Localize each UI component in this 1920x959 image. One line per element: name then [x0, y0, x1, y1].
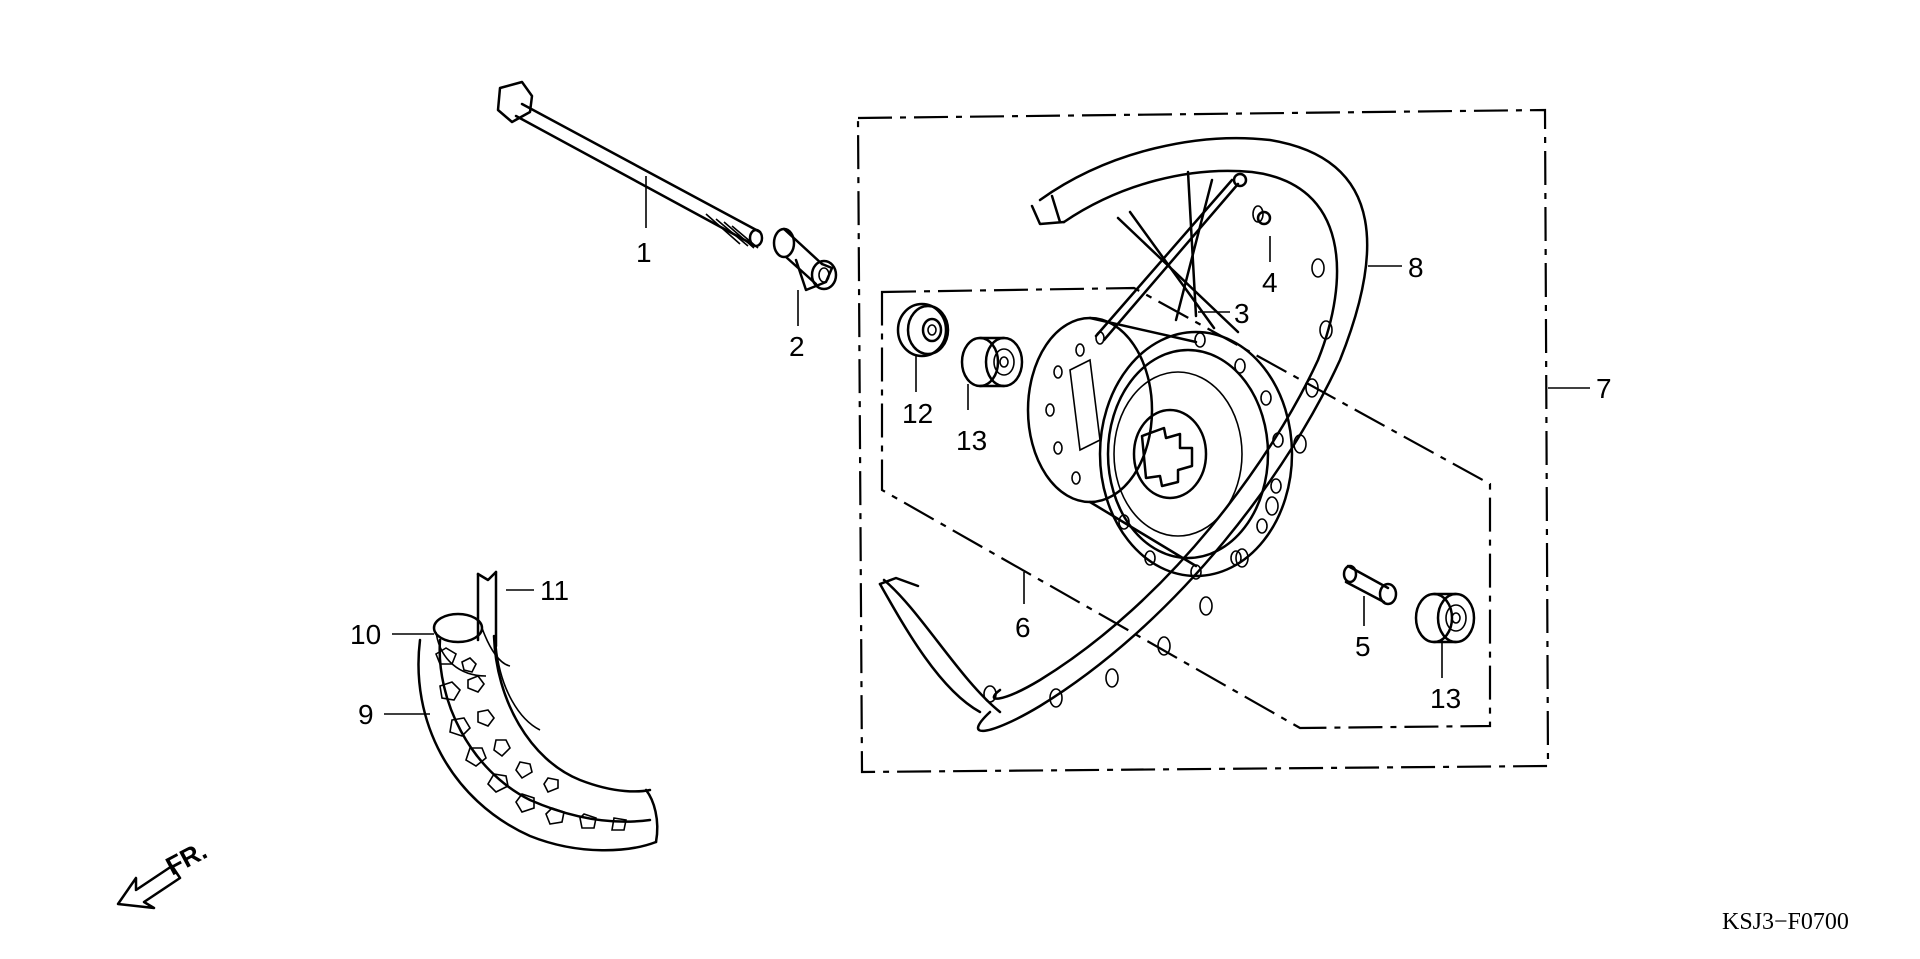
- rim-band[interactable]: [476, 570, 541, 731]
- inner-tube[interactable]: [432, 612, 511, 677]
- callout-11: 11: [540, 575, 569, 606]
- bearing-left[interactable]: [960, 336, 1024, 388]
- callout-5: 5: [1355, 631, 1371, 662]
- callout-10: 10: [350, 619, 381, 650]
- callout-13b: 13: [1430, 683, 1461, 714]
- callout-12: 12: [902, 398, 933, 429]
- bearing-right[interactable]: [1414, 592, 1476, 644]
- collar[interactable]: [772, 227, 838, 292]
- hub-assembly-outline: [880, 286, 1492, 730]
- spoke-nipple[interactable]: [1232, 172, 1272, 226]
- distance-collar[interactable]: [1342, 564, 1398, 606]
- callout-13a: 13: [956, 425, 987, 456]
- drawing-code: KSJ3−F0700: [1722, 909, 1849, 935]
- callout-9: 9: [358, 699, 374, 730]
- rim[interactable]: [878, 136, 1369, 733]
- callout-2: 2: [789, 331, 805, 362]
- front-direction-arrow: FR.: [116, 835, 212, 910]
- callout-3: 3: [1234, 298, 1250, 329]
- dust-seal[interactable]: [896, 302, 950, 358]
- callout-1: 1: [636, 237, 652, 268]
- callout-6: 6: [1015, 612, 1031, 643]
- wheel-assembly-outline: [856, 108, 1550, 774]
- callout-7: 7: [1596, 373, 1612, 404]
- tire[interactable]: [417, 634, 659, 852]
- callout-4: 4: [1262, 267, 1278, 298]
- spokes[interactable]: [1094, 170, 1240, 342]
- axle-bolt[interactable]: [496, 80, 764, 249]
- wheel-hub[interactable]: [1026, 316, 1294, 580]
- front-direction-label: FR.: [161, 835, 212, 881]
- callout-8: 8: [1408, 252, 1424, 283]
